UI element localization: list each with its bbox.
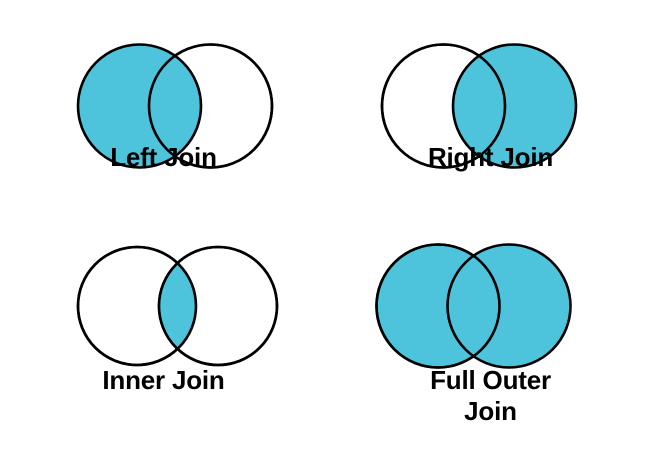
right-join-svg — [380, 43, 578, 169]
full-outer-join-right-circle — [446, 243, 572, 369]
right-join-label: Right Join — [427, 142, 554, 172]
left-join-left-circle — [76, 43, 203, 169]
inner-join-left-circle-outline — [76, 245, 198, 367]
full-outer-join-label: Full Outer Join — [430, 365, 551, 426]
diagram-left-join: Left Join — [0, 0, 327, 237]
right-join-venn — [327, 0, 654, 237]
full-outer-join-left-circle-outline — [375, 243, 501, 369]
inner-join-venn — [0, 237, 327, 474]
diagram-full-outer-join: Full Outer Join — [327, 237, 654, 474]
left-join-venn — [0, 0, 327, 237]
inner-join-right-circle-outline — [157, 245, 279, 367]
full-outer-join-venn — [327, 237, 654, 474]
inner-join-label: Inner Join — [102, 365, 225, 395]
left-join-right-circle-outline — [147, 43, 274, 169]
diagram-right-join: Right Join — [327, 0, 654, 237]
left-join-svg — [76, 43, 274, 169]
inner-join-svg — [76, 245, 279, 367]
full-outer-join-svg — [375, 243, 572, 369]
left-join-label: Left Join — [110, 142, 217, 172]
right-join-right-circle — [451, 43, 578, 169]
right-join-left-circle-outline — [380, 43, 507, 169]
diagram-inner-join: Inner Join — [0, 237, 327, 474]
